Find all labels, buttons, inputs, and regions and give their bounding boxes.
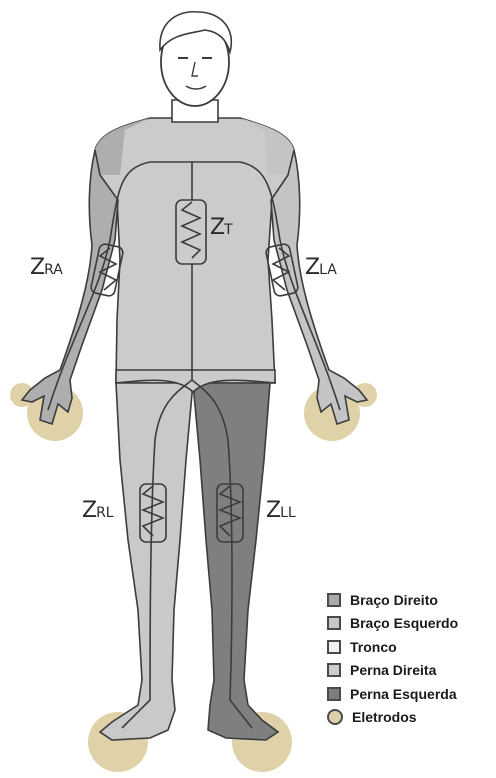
legend-item-perna-esquerda: Perna Esquerda xyxy=(327,682,496,706)
legend-item-tronco: Tronco xyxy=(327,635,496,659)
right-leg xyxy=(100,383,193,740)
impedance-label-left-leg: ZLL xyxy=(266,498,296,523)
legend-item-perna-direita: Perna Direita xyxy=(327,659,496,683)
legend-swatch xyxy=(327,593,341,607)
impedance-label-left-arm: ZLA xyxy=(305,255,337,280)
electrodes xyxy=(10,383,377,772)
legend-item-braco-esquerdo: Braço Esquerdo xyxy=(327,612,496,636)
legend-swatch-electrode xyxy=(327,709,343,725)
legend-item-eletrodos: Eletrodos xyxy=(327,706,496,730)
legend-label: Braço Esquerdo xyxy=(350,615,458,631)
left-arm xyxy=(271,150,367,424)
legend-label: Tronco xyxy=(350,639,397,655)
right-arm xyxy=(22,150,118,424)
legend-swatch xyxy=(327,687,341,701)
legend-swatch xyxy=(327,640,341,654)
legend-label: Perna Direita xyxy=(350,662,436,678)
legend-item-braco-direito: Braço Direito xyxy=(327,588,496,612)
legend-label: Perna Esquerda xyxy=(350,686,457,702)
legend: Braço Direito Braço Esquerdo Tronco Pern… xyxy=(327,588,496,729)
impedance-label-torso: ZT xyxy=(210,215,233,240)
left-leg xyxy=(193,383,278,740)
legend-label: Braço Direito xyxy=(350,592,438,608)
head xyxy=(160,12,231,106)
torso-region xyxy=(95,118,294,383)
impedance-label-right-arm: ZRA xyxy=(30,255,63,280)
legend-swatch xyxy=(327,616,341,630)
legend-label: Eletrodos xyxy=(352,709,417,725)
impedance-label-right-leg: ZRL xyxy=(82,498,114,523)
legend-swatch xyxy=(327,663,341,677)
